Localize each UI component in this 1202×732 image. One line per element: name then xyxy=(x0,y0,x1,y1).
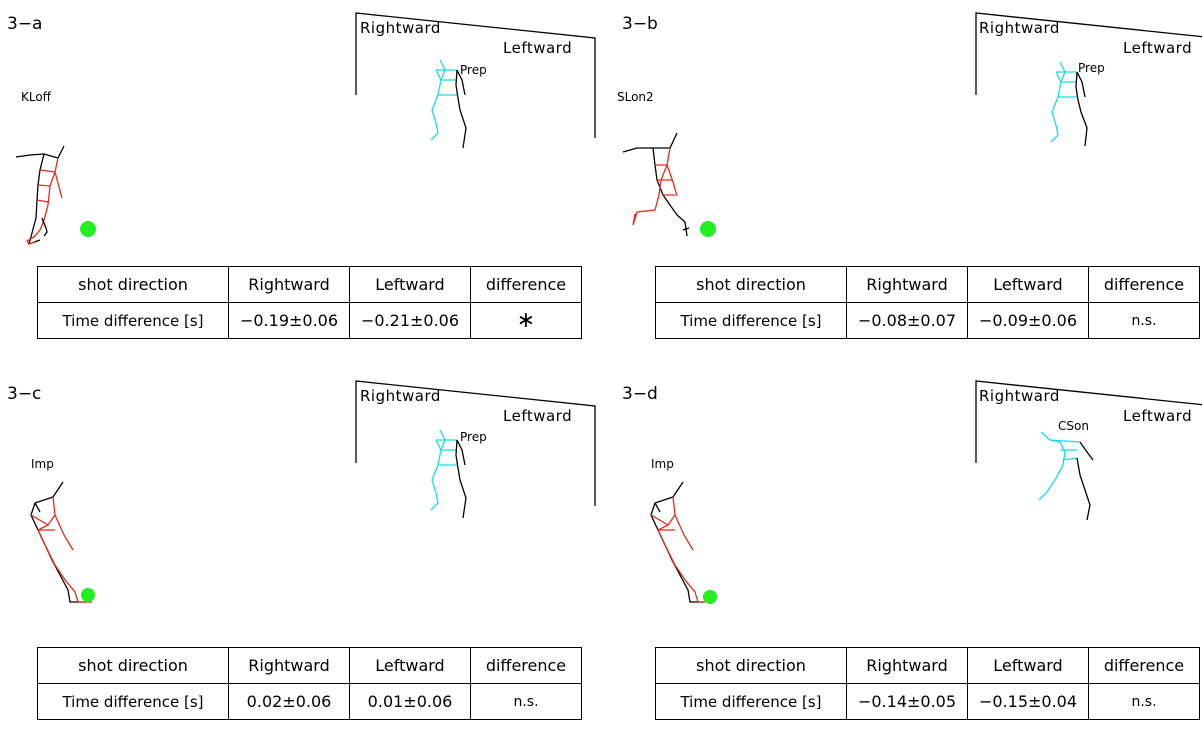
header-rightward: Rightward xyxy=(228,266,350,303)
goal-label-right: Rightward xyxy=(360,387,441,405)
table-row: Time difference [s] −0.19±0.06 −0.21±0.0… xyxy=(37,302,582,339)
table-row: Time difference [s] −0.14±0.05 −0.15±0.0… xyxy=(655,683,1200,720)
panel-3d: Rightward Leftward 3−d Imp CSon shot dir… xyxy=(615,370,1202,732)
goal-label-right: Rightward xyxy=(360,19,441,37)
kicker-phase-label: SLon2 xyxy=(617,90,654,104)
panel-label: 3−c xyxy=(7,384,42,404)
ball xyxy=(700,221,716,237)
rightward-value: −0.14±0.05 xyxy=(846,683,968,720)
difference-value: ∗ xyxy=(470,302,582,339)
table-header-row: shot direction Rightward Leftward differ… xyxy=(37,647,582,684)
difference-value: n.s. xyxy=(470,683,582,720)
row-name: Time difference [s] xyxy=(655,302,847,339)
kicker-figure xyxy=(30,481,92,603)
leftward-value: −0.15±0.04 xyxy=(967,683,1089,720)
keeper-phase-label: Prep xyxy=(460,63,487,77)
goalkeeper-figure xyxy=(430,429,467,519)
header-rightward: Rightward xyxy=(846,647,968,684)
goal-frame xyxy=(355,12,596,138)
header-difference: difference xyxy=(1088,266,1200,303)
header-shot-direction: shot direction xyxy=(655,647,847,684)
figure-3a: Rightward Leftward xyxy=(15,12,596,246)
leftward-value: −0.09±0.06 xyxy=(967,302,1089,339)
kicker-figure xyxy=(650,481,712,603)
table-header-row: shot direction Rightward Leftward differ… xyxy=(655,647,1200,684)
panel-3c: Rightward Leftward 3−c Imp Prep shot dir… xyxy=(0,370,600,732)
panel-3b: Rightward Leftward 3−b SLon2 Prep shot d… xyxy=(615,0,1202,362)
table-row: Time difference [s] 0.02±0.06 0.01±0.06 … xyxy=(37,683,582,720)
header-shot-direction: shot direction xyxy=(655,266,847,303)
leftward-value: 0.01±0.06 xyxy=(349,683,471,720)
leftward-value: −0.21±0.06 xyxy=(349,302,471,339)
header-shot-direction: shot direction xyxy=(37,647,229,684)
rightward-value: 0.02±0.06 xyxy=(228,683,350,720)
time-difference-table: shot direction Rightward Leftward differ… xyxy=(655,266,1200,339)
header-leftward: Leftward xyxy=(349,266,471,303)
header-leftward: Leftward xyxy=(967,647,1089,684)
kicker-phase-label: KLoff xyxy=(21,90,51,104)
goal-frame xyxy=(355,380,596,506)
panel-3a: Rightward Leftward 3−a KLoff Prep shot d… xyxy=(0,0,600,362)
ball xyxy=(81,588,95,602)
header-leftward: Leftward xyxy=(967,266,1089,303)
header-leftward: Leftward xyxy=(349,647,471,684)
header-difference: difference xyxy=(470,266,582,303)
goal-label-right: Rightward xyxy=(979,19,1060,37)
goal-label-right: Rightward xyxy=(979,387,1060,405)
keeper-phase-label: Prep xyxy=(460,430,487,444)
rightward-value: −0.19±0.06 xyxy=(228,302,350,339)
row-name: Time difference [s] xyxy=(655,683,847,720)
figure-3b: Rightward Leftward xyxy=(622,12,1202,237)
header-rightward: Rightward xyxy=(846,266,968,303)
goal-label-left: Leftward xyxy=(503,407,572,425)
panel-label: 3−b xyxy=(622,14,658,34)
goalkeeper-figure xyxy=(430,59,467,149)
table-row: Time difference [s] −0.08±0.07 −0.09±0.0… xyxy=(655,302,1200,339)
goal-frame xyxy=(975,12,1202,95)
table-header-row: shot direction Rightward Leftward differ… xyxy=(37,266,582,303)
ball xyxy=(703,590,717,604)
kicker-figure xyxy=(15,145,65,246)
table-header-row: shot direction Rightward Leftward differ… xyxy=(655,266,1200,303)
kicker-figure xyxy=(622,132,690,237)
goal-frame xyxy=(975,380,1202,463)
figure-3d: Rightward Leftward xyxy=(650,380,1202,604)
header-difference: difference xyxy=(470,647,582,684)
time-difference-table: shot direction Rightward Leftward differ… xyxy=(655,647,1200,720)
keeper-phase-label: Prep xyxy=(1078,61,1105,75)
kicker-phase-label: Imp xyxy=(651,457,674,471)
keeper-phase-label: CSon xyxy=(1058,419,1089,433)
goalkeeper-figure xyxy=(1038,431,1094,521)
header-rightward: Rightward xyxy=(228,647,350,684)
time-difference-table: shot direction Rightward Leftward differ… xyxy=(37,266,582,339)
goal-label-left: Leftward xyxy=(503,39,572,57)
panel-label: 3−d xyxy=(622,384,658,404)
row-name: Time difference [s] xyxy=(37,683,229,720)
ball xyxy=(80,221,96,237)
difference-value: n.s. xyxy=(1088,683,1200,720)
time-difference-table: shot direction Rightward Leftward differ… xyxy=(37,647,582,720)
goal-label-left: Leftward xyxy=(1123,407,1192,425)
header-difference: difference xyxy=(1088,647,1200,684)
row-name: Time difference [s] xyxy=(37,302,229,339)
kicker-phase-label: Imp xyxy=(31,457,54,471)
panel-label: 3−a xyxy=(7,14,43,34)
rightward-value: −0.08±0.07 xyxy=(846,302,968,339)
figure-3c: Rightward Leftward xyxy=(30,380,596,603)
goal-label-left: Leftward xyxy=(1123,39,1192,57)
header-shot-direction: shot direction xyxy=(37,266,229,303)
difference-value: n.s. xyxy=(1088,302,1200,339)
goalkeeper-figure xyxy=(1050,61,1088,147)
